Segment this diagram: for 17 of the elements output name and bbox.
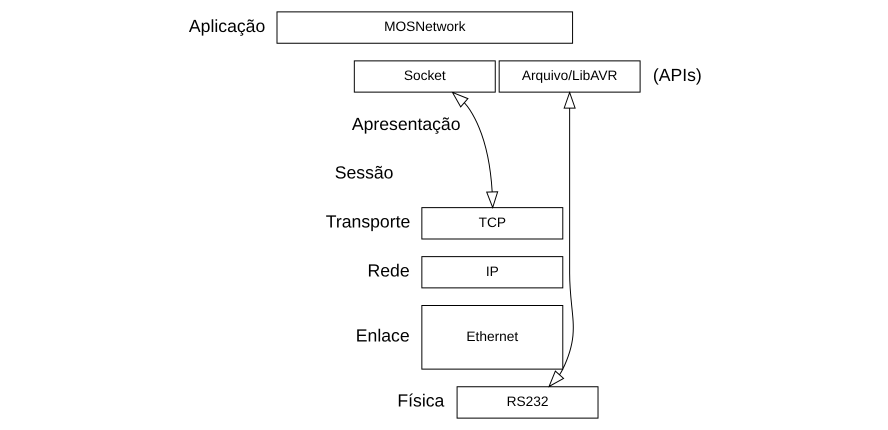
node-box: Ethernet xyxy=(421,305,564,370)
label: Aplicação xyxy=(188,16,266,36)
label: Sessão xyxy=(334,162,394,183)
label: Enlace xyxy=(356,326,410,346)
label: Transporte xyxy=(326,212,410,232)
node-box: TCP xyxy=(421,207,564,240)
label: Apresentação xyxy=(352,114,461,134)
node-box: Socket xyxy=(354,60,496,93)
arrow xyxy=(548,90,576,388)
node-box: MOSNetwork xyxy=(276,11,574,44)
node-box: IP xyxy=(421,256,564,288)
label: Física xyxy=(397,390,444,411)
label: Rede xyxy=(368,260,410,281)
node-box: RS232 xyxy=(456,386,598,419)
arrow xyxy=(451,91,498,210)
label: (APIs) xyxy=(652,64,702,85)
node-box: Arquivo/LibAVR xyxy=(498,60,641,93)
